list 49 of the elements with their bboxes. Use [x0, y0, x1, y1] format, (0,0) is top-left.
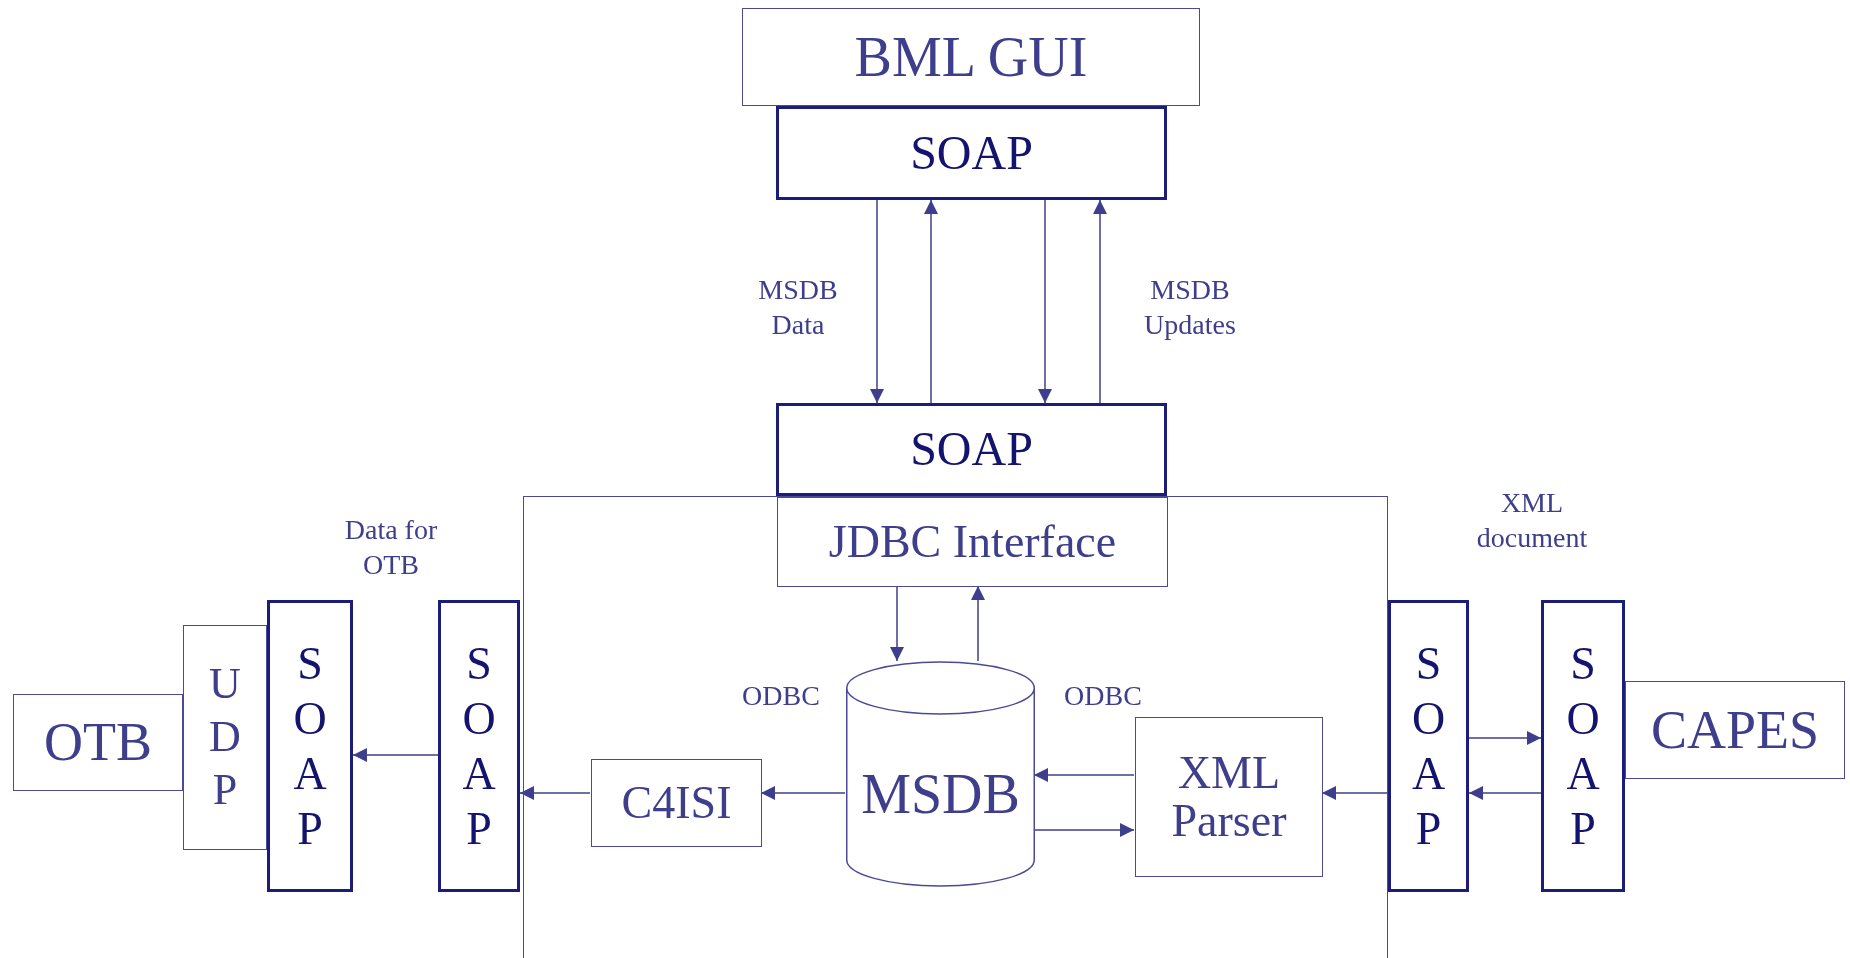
arrow	[760, 786, 846, 800]
node-label: OTB	[44, 714, 152, 771]
arrow	[924, 199, 938, 404]
node-label: SOAP	[910, 127, 1033, 179]
arrow	[971, 585, 985, 662]
protocol-box	[438, 600, 520, 892]
protocol-box	[776, 106, 1167, 200]
arrow	[352, 748, 439, 762]
node-label: SOAP	[910, 424, 1033, 475]
arrow	[1038, 199, 1052, 404]
protocol-box	[183, 625, 267, 850]
annotation-text: ODBC	[741, 679, 821, 713]
annotation-text: Data for OTB	[343, 513, 439, 582]
node-label: C4ISI	[621, 778, 732, 828]
database-cylinder	[846, 662, 1035, 886]
arrow	[1468, 786, 1542, 800]
node-label: XML Parser	[1170, 748, 1288, 846]
protocol-box	[1541, 600, 1625, 892]
node-label: SOAP	[1565, 636, 1601, 857]
component-box	[13, 694, 183, 791]
system-boundary-box	[523, 496, 1388, 958]
arrow	[1468, 731, 1542, 745]
component-box	[1625, 681, 1845, 779]
arrow	[890, 585, 904, 662]
protocol-box	[776, 403, 1167, 496]
protocol-box	[267, 600, 353, 892]
node-label: SOAP	[1410, 636, 1447, 857]
node-label: SOAP	[461, 636, 497, 857]
arrow	[1093, 199, 1107, 404]
node-label: UDP	[208, 658, 242, 816]
component-box	[1135, 717, 1323, 877]
node-label: CAPES	[1650, 701, 1820, 759]
component-box	[742, 8, 1200, 106]
annotation-text: XML document	[1475, 486, 1589, 555]
arrow	[1033, 823, 1135, 837]
arrow	[870, 199, 884, 404]
arrow	[1321, 786, 1389, 800]
protocol-box	[1388, 600, 1469, 892]
interface-box	[777, 497, 1168, 587]
annotation-text: MSDB Updates	[1143, 273, 1237, 342]
node-label: BML GUI	[854, 27, 1088, 87]
annotation-text: ODBC	[1063, 679, 1143, 713]
node-label: JDBC Interface	[828, 517, 1117, 567]
arrow	[519, 786, 591, 800]
arrow	[1033, 768, 1135, 782]
annotation-text: MSDB Data	[757, 273, 839, 342]
node-label: MSDB	[861, 764, 1020, 824]
component-box	[591, 759, 762, 847]
node-label: SOAP	[292, 636, 328, 857]
